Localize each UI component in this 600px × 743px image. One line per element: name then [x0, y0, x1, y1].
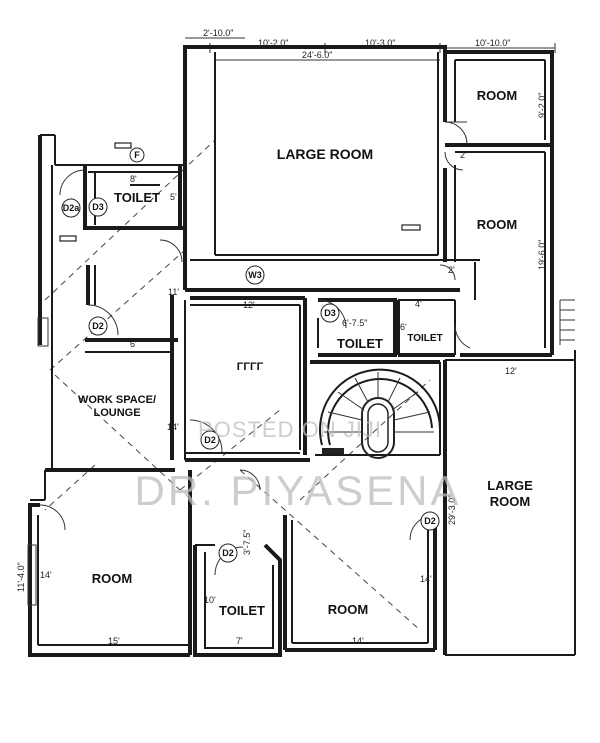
dim-center-12: 12': [243, 300, 255, 310]
dim-top-10-10: 10'-10.0": [475, 38, 510, 48]
dim-door-2-b: 2': [448, 265, 455, 275]
room-label-lounge: LOUNGE: [93, 407, 140, 419]
dim-stair-6-7-5: 6'-7.5": [342, 318, 367, 328]
room-label-toilet-center: TOILET: [337, 336, 383, 351]
room-label-room-bottom-left: ROOM: [92, 571, 132, 586]
svg-text:D3: D3: [324, 308, 336, 318]
dim-left-6: 6': [130, 339, 137, 349]
dim-top-10-3: 10'-3.0": [365, 38, 395, 48]
room-label-center-scribble: ΓΓΓΓ: [237, 361, 264, 373]
dim-toilet-10: 10': [204, 595, 216, 605]
room-label-toilet-right: TOILET: [407, 333, 442, 344]
dim-toilet-5: 5': [170, 192, 177, 202]
room-label-room-bottom-center: ROOM: [328, 602, 368, 617]
dim-toilet-3-7-5: 3'-7.5": [242, 530, 252, 555]
dim-door-2-a: 2': [460, 150, 467, 160]
tag-w3: W3: [245, 265, 265, 285]
svg-text:D2: D2: [92, 321, 104, 331]
dim-left-11-4: 11'-4.0": [16, 562, 26, 592]
dim-left-14: 14': [40, 570, 52, 580]
tag-d3-a: D3: [88, 197, 108, 217]
dim-right-29-3: 29'-3.0": [447, 495, 457, 525]
svg-text:D2: D2: [222, 548, 234, 558]
room-label-large-right-2: ROOM: [490, 494, 530, 509]
room-label-large-right-1: LARGE: [487, 478, 533, 493]
watermark-line1: POSTED ON JIJI: [198, 417, 382, 442]
dim-right-19-6: 19'-6.0": [537, 240, 547, 270]
opening-tags: D2a D3 F D2 W3 D3 D2 D2: [61, 147, 440, 563]
dim-top-offset: 2'-10.0": [203, 28, 233, 38]
dim-bottom-7: 7': [236, 636, 243, 646]
dim-work-14: 14': [167, 422, 179, 432]
dim-right-9-2: 9'-2.0": [537, 93, 547, 118]
dim-top-10-2: 10'-2.0": [258, 38, 288, 48]
tag-d2-a: D2: [88, 316, 108, 336]
dim-left-11: 11': [168, 287, 179, 297]
room-label-toilet-bottom: TOILET: [219, 603, 265, 618]
fixtures: [59, 142, 421, 242]
room-label-large-room-top: LARGE ROOM: [277, 146, 373, 162]
dim-toilet-8: 8': [130, 174, 137, 184]
room-label-work-space: WORK SPACE/: [78, 394, 156, 406]
svg-text:F: F: [134, 150, 140, 160]
diagonal-guide-lines: [44, 139, 431, 631]
spiral-staircase: [319, 368, 442, 459]
svg-text:D2a: D2a: [63, 203, 81, 213]
room-label-room-top-right: ROOM: [477, 88, 517, 103]
tag-d2a: D2a: [61, 198, 81, 218]
dim-center-4: 4': [415, 299, 422, 309]
dim-top-24-6: 24'-6.0": [302, 50, 332, 60]
dim-right-12: 12': [505, 366, 517, 376]
watermark: POSTED ON JIJI DR. PIYASENA: [135, 417, 462, 514]
svg-text:D2: D2: [204, 435, 216, 445]
room-label-toilet-top-left: TOILET: [114, 190, 160, 205]
tag-d3-b: D3: [320, 303, 340, 323]
room-labels: LARGE ROOM ROOM ROOM TOILET TOILET TOILE…: [78, 88, 533, 618]
walls: [27, 45, 576, 657]
tag-d2-c: D2: [420, 511, 440, 531]
dim-bottom-15: 15': [108, 636, 120, 646]
tag-d2-b: D2: [200, 430, 220, 450]
dim-bottom-14: 14': [352, 636, 364, 646]
svg-text:D3: D3: [92, 202, 104, 212]
dim-center-6: 6': [400, 322, 407, 332]
room-label-room-right: ROOM: [477, 217, 517, 232]
tag-f: F: [129, 147, 145, 163]
watermark-line2: DR. PIYASENA: [135, 467, 462, 514]
dim-right-14: 14': [420, 574, 432, 584]
svg-text:D2: D2: [424, 516, 436, 526]
tag-d2-d: D2: [218, 543, 238, 563]
svg-text:W3: W3: [248, 270, 262, 280]
dimension-labels: 2'-10.0" 10'-2.0" 10'-3.0" 10'-10.0" 24'…: [16, 28, 547, 646]
